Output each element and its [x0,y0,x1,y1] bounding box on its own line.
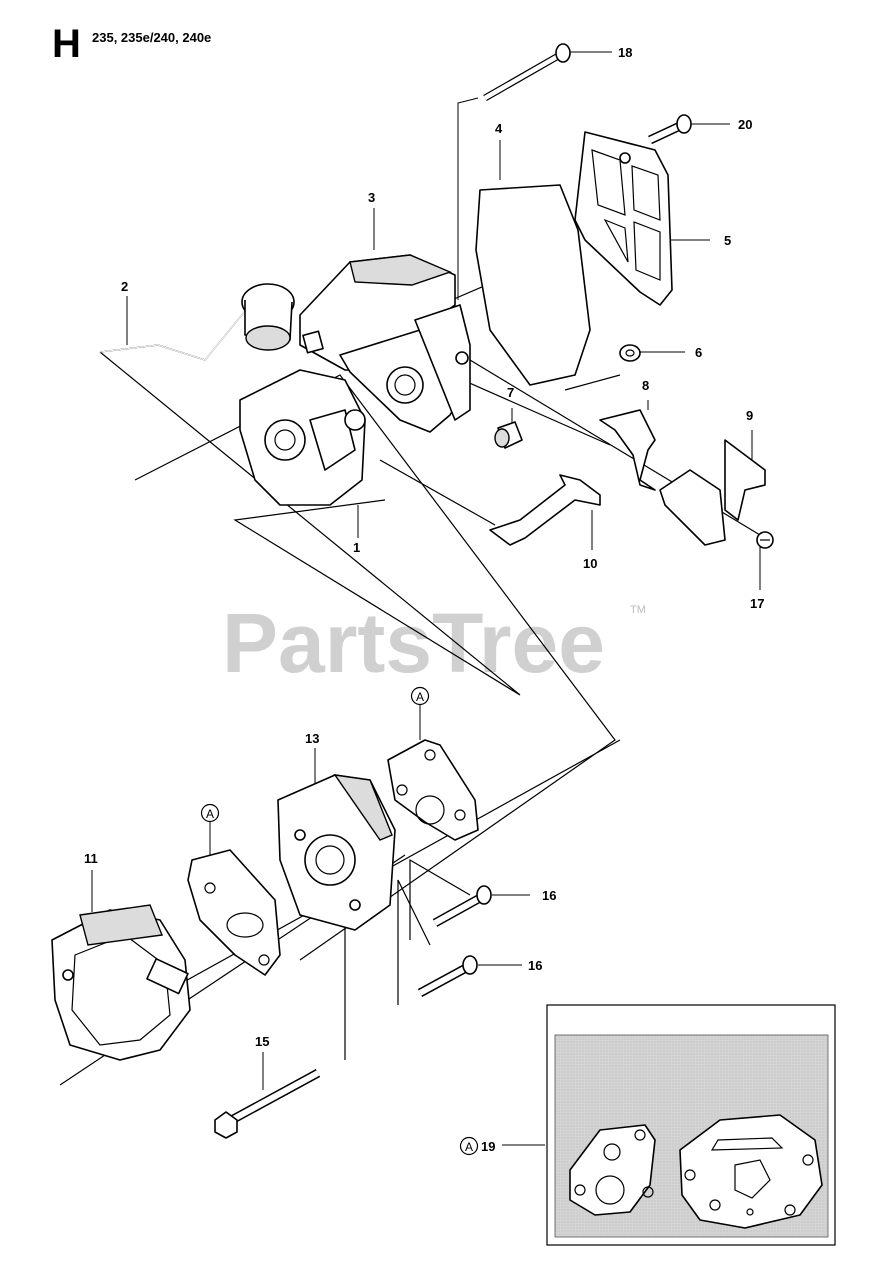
part-16-screw-upper [432,885,492,927]
svg-text:A: A [206,807,214,821]
callout-16-lower: 16 [528,958,542,973]
gasket-a-left [187,849,281,976]
callout-13: 13 [305,731,319,746]
part-9-choke-lever [659,439,766,546]
callout-1: 1 [353,540,360,555]
part-20-screw [648,114,692,145]
callout-10: 10 [583,556,597,571]
part-15-bolt [214,1069,321,1139]
kit-marker-a-upper: A [410,686,430,706]
callout-leader-lines [91,51,761,1146]
callout-19: 19 [481,1139,495,1154]
callout-17: 17 [750,596,764,611]
part-19-gasket-kit [546,1004,836,1246]
part-1-carburetor [239,283,366,506]
section-letter: H [52,22,81,66]
callout-15: 15 [255,1034,269,1049]
callout-2: 2 [121,279,128,294]
callout-8: 8 [642,378,649,393]
svg-text:A: A [416,690,424,704]
gasket-a-right [387,739,479,841]
part-13-intake [277,774,396,931]
part-5-filter-frame [574,131,673,306]
kit-marker-a-19: A [459,1136,479,1156]
callout-4: 4 [495,121,503,136]
part-4-foam-filter [475,184,591,386]
part-3-air-box [299,254,471,433]
callout-7: 7 [507,385,514,400]
kit-marker-a-left: A [200,803,220,823]
part-8-bracket [599,409,656,491]
callout-11: 11 [84,851,98,866]
model-list: 235, 235e/240, 240e [92,30,212,45]
part-11-flange [51,904,191,1061]
callout-20: 20 [738,117,752,132]
svg-text:A: A [465,1140,473,1154]
callout-5: 5 [724,233,731,248]
part-7-sleeve [494,421,523,449]
part-17-screw [756,531,774,549]
callout-16-upper: 16 [542,888,556,903]
part-16-screw-lower [417,955,478,997]
part-18-long-screw [483,43,571,102]
part-2-rod [99,304,269,361]
callout-6: 6 [695,345,702,360]
part-6-nut [619,344,641,362]
callout-9: 9 [746,408,753,423]
callout-18: 18 [618,45,632,60]
watermark-text: PartsTree [222,596,605,690]
watermark-trademark: TM [630,604,646,616]
part-10-throttle-link [489,474,601,546]
callout-3: 3 [368,190,375,205]
